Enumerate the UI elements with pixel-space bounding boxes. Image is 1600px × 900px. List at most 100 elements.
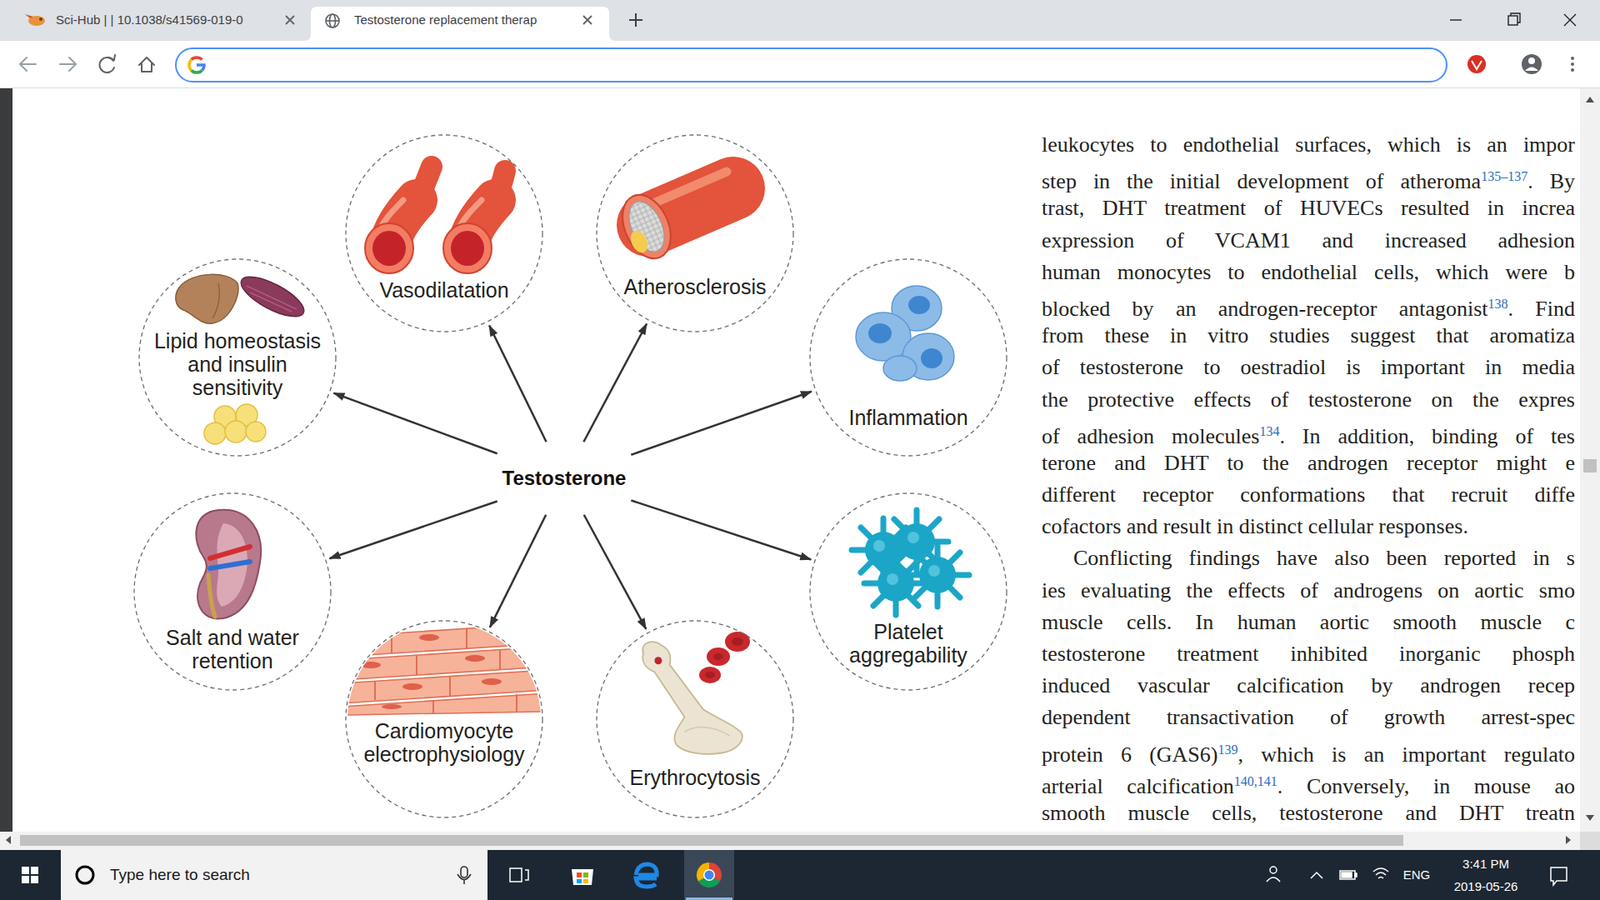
tab-close-button (583, 15, 592, 25)
vessel-illustration (450, 230, 485, 266)
chrome-taskbar-icon (684, 850, 735, 900)
artery-plaque-illustration (622, 195, 672, 257)
effect-circle: Inflammation (809, 258, 1008, 457)
effect-label: Vasodilatation (348, 278, 540, 302)
toolbar (0, 87, 1600, 89)
menu-icon (1570, 56, 1575, 60)
immune-cells-illustration (883, 355, 917, 381)
dashed-circle-outline (345, 620, 543, 818)
dashed-circle-outline (596, 620, 794, 818)
cardiomyocyte-illustration (419, 634, 440, 641)
effect-arrow (583, 323, 647, 442)
bone-blood-illustration (706, 647, 730, 666)
vertical-scrollbar (1585, 96, 1595, 103)
chrome-taskbar-icon (705, 870, 715, 880)
effect-label: Platelet aggregability (837, 620, 980, 667)
liver-muscle-fat-illustration (204, 422, 226, 445)
article-text: . Find (1508, 296, 1576, 321)
chrome-taskbar-icon (703, 869, 715, 881)
store-icon (571, 869, 594, 885)
system-tray-icons (1340, 870, 1355, 880)
article-text: . In addition, binding of tes (1279, 424, 1575, 449)
article-text-line: of adhesion molecules134. In addition, b… (1041, 415, 1575, 448)
effect-label: Inflammation (812, 405, 1005, 430)
platelets-illustration (877, 565, 915, 602)
article-text: Conflicting findings have also been repo… (1073, 545, 1575, 570)
cardiomyocyte-illustration (381, 704, 402, 710)
article-text: from these in vitro studies suggest that… (1041, 323, 1575, 348)
search-box (457, 874, 471, 885)
article-text: blocked by an androgen-receptor antagoni… (1041, 296, 1489, 321)
window-controls (1564, 14, 1576, 26)
artery-plaque-illustration (653, 171, 727, 204)
vessel-illustration (495, 170, 505, 200)
liver-muscle-fat-illustration (175, 274, 239, 324)
dashed-circle-outline (345, 135, 543, 332)
effect-label: Erythrocytosis (599, 765, 791, 790)
tab-favicon (25, 14, 45, 26)
effect-circle: Atherosclerosis (595, 134, 795, 333)
store-icon (576, 872, 582, 878)
omnibox (191, 70, 203, 73)
nav-buttons (60, 57, 76, 71)
omnibox (196, 65, 205, 70)
vessel-illustration (416, 166, 432, 200)
liver-muscle-fat-illustration (225, 420, 247, 443)
window-controls (1510, 13, 1520, 23)
clock-date: 2019-05-26 (1454, 879, 1519, 894)
article-text: dependent transactivation of growth arre… (1041, 705, 1575, 730)
article-text-line: ies evaluating the effects of androgens … (1041, 575, 1575, 607)
vessel-illustration (365, 166, 505, 274)
nav-buttons (20, 57, 36, 71)
search-box (460, 866, 468, 878)
window-controls (1450, 19, 1462, 20)
tab-strip (304, 6, 616, 41)
tab-title: Sci-Hub | | 10.1038/s41569-019-0 (55, 12, 244, 27)
article-text-line: smooth muscle cells, testosterone and DH… (1041, 797, 1575, 830)
clock-time: 3:41 PM (1462, 856, 1510, 872)
cardiomyocyte-illustration (402, 683, 423, 690)
effect-arrow (333, 393, 497, 455)
immune-cells-illustration (920, 348, 943, 369)
kidney-illustration (208, 575, 215, 617)
article-text-line: cofactors and result in distinct cellula… (1041, 510, 1575, 543)
hub-label-box: Testosterone (499, 443, 630, 514)
profile-icon (1528, 57, 1535, 65)
effect-circle: Cardiomyocyte electrophysiology (345, 620, 544, 819)
start-button (30, 875, 39, 884)
language-indicator: ENG (1403, 867, 1431, 882)
article-text-line: expression of VCAM1 and increased adhesi… (1041, 225, 1575, 257)
start-button (21, 866, 39, 884)
system-tray-icons (1373, 868, 1389, 879)
extension-icon (1471, 60, 1482, 70)
omnibox (189, 60, 192, 71)
cardiomyocyte-illustration (341, 623, 547, 715)
vessel-illustration (443, 223, 492, 274)
article-text-line: testosterone treatment inhibited inorgan… (1041, 638, 1575, 670)
page-area (0, 88, 13, 832)
profile-icon (1521, 54, 1542, 75)
reference-number: 140,141 (1234, 774, 1278, 789)
search-box (60, 850, 488, 900)
kidney-illustration (195, 510, 261, 620)
vessel-illustration (372, 230, 406, 266)
tab-title: Testosterone replacement therap (354, 12, 537, 28)
clock-time: 3:41 PM (1462, 856, 1510, 871)
system-tray-icons (1355, 873, 1357, 877)
circle-label-block: Inflammation (812, 405, 1005, 430)
reference-number: 135–137 (1480, 169, 1528, 184)
toolbar (0, 40, 1600, 89)
taskbar (0, 850, 1600, 900)
effect-label: Atherosclerosis (599, 275, 791, 299)
window-controls (1450, 13, 1576, 26)
menu-icon (1570, 68, 1575, 72)
profile-icon (1521, 54, 1542, 75)
chrome-taskbar-icon (685, 897, 733, 900)
nav-buttons (109, 55, 115, 60)
menu-icon (1570, 56, 1575, 72)
effect-arrow (490, 515, 546, 628)
dashed-circle-outline (134, 493, 331, 690)
immune-cells-illustration (855, 285, 955, 381)
tab-strip (0, 0, 1600, 41)
